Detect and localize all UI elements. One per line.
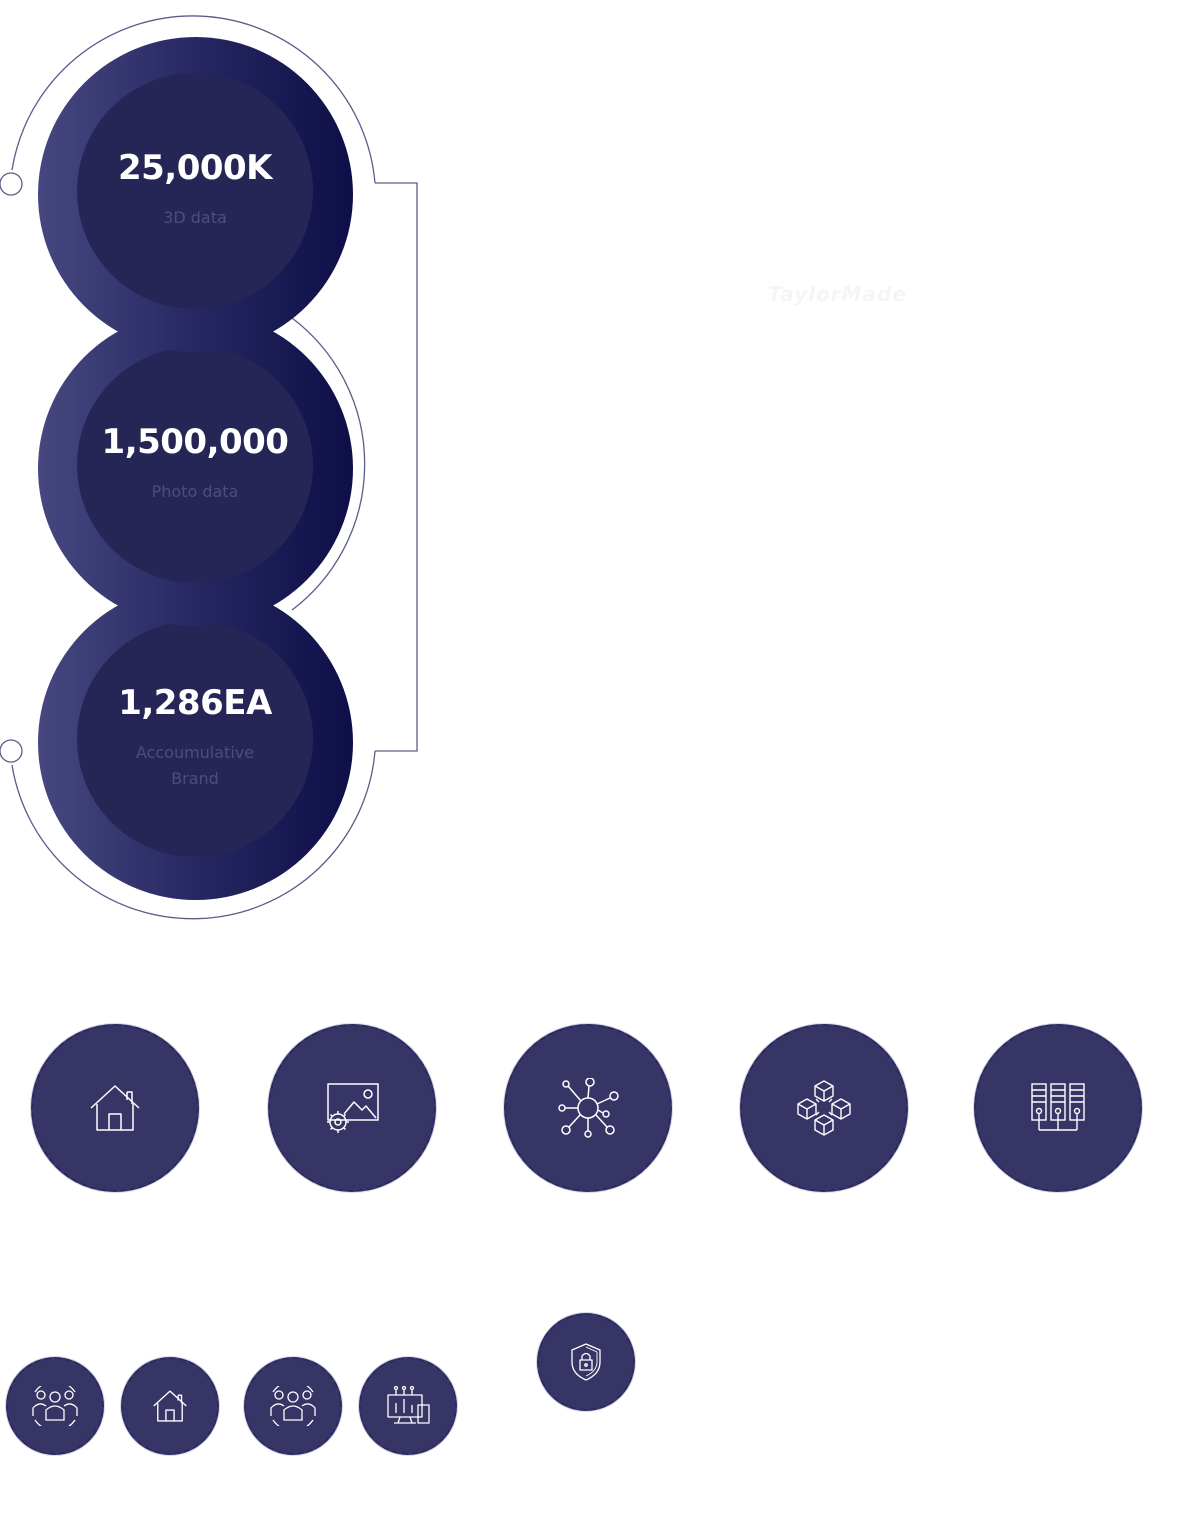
blockchain-badge[interactable]: [740, 1024, 908, 1192]
image-settings-icon: [327, 1083, 379, 1133]
stat-value: 1,286EA: [118, 683, 272, 723]
devices-badge[interactable]: [359, 1357, 457, 1455]
network-hub-badge[interactable]: [504, 1024, 672, 1192]
team-group-icon: [32, 1386, 78, 1426]
devices-icon: [387, 1385, 430, 1424]
shield-lock-icon: [571, 1343, 601, 1381]
stat-circle-3d-data: 25,000K 3D data: [38, 37, 353, 352]
home-small-badge[interactable]: [121, 1357, 219, 1455]
home-badge[interactable]: [31, 1024, 199, 1192]
stat-inner: 1,500,000 Photo data: [77, 347, 313, 583]
stat-label: 3D data: [163, 208, 227, 227]
network-hub-icon: [558, 1078, 619, 1138]
home-icon: [90, 1085, 140, 1131]
server-badge[interactable]: [974, 1024, 1142, 1192]
security-badge[interactable]: [537, 1313, 635, 1411]
stat-inner: 1,286EA Accoumulative Brand: [77, 621, 313, 857]
team-badge[interactable]: [6, 1357, 104, 1455]
server-rack-icon: [1031, 1083, 1085, 1131]
home-icon: [153, 1390, 187, 1422]
blockchain-cubes-icon: [797, 1080, 851, 1136]
image-settings-badge[interactable]: [268, 1024, 436, 1192]
stat-inner: 25,000K 3D data: [77, 73, 313, 309]
team-group-icon: [270, 1386, 316, 1426]
stat-circle-brands: 1,286EA Accoumulative Brand: [38, 585, 353, 900]
stat-value: 1,500,000: [101, 422, 289, 462]
stat-label: Photo data: [151, 482, 239, 501]
stat-circle-photo-data: 1,500,000 Photo data: [38, 311, 353, 626]
stat-value: 25,000K: [117, 148, 273, 188]
team-badge-2[interactable]: [244, 1357, 342, 1455]
brand-watermark: TaylorMade: [768, 282, 907, 306]
stat-label: Accoumulative Brand: [135, 743, 255, 788]
